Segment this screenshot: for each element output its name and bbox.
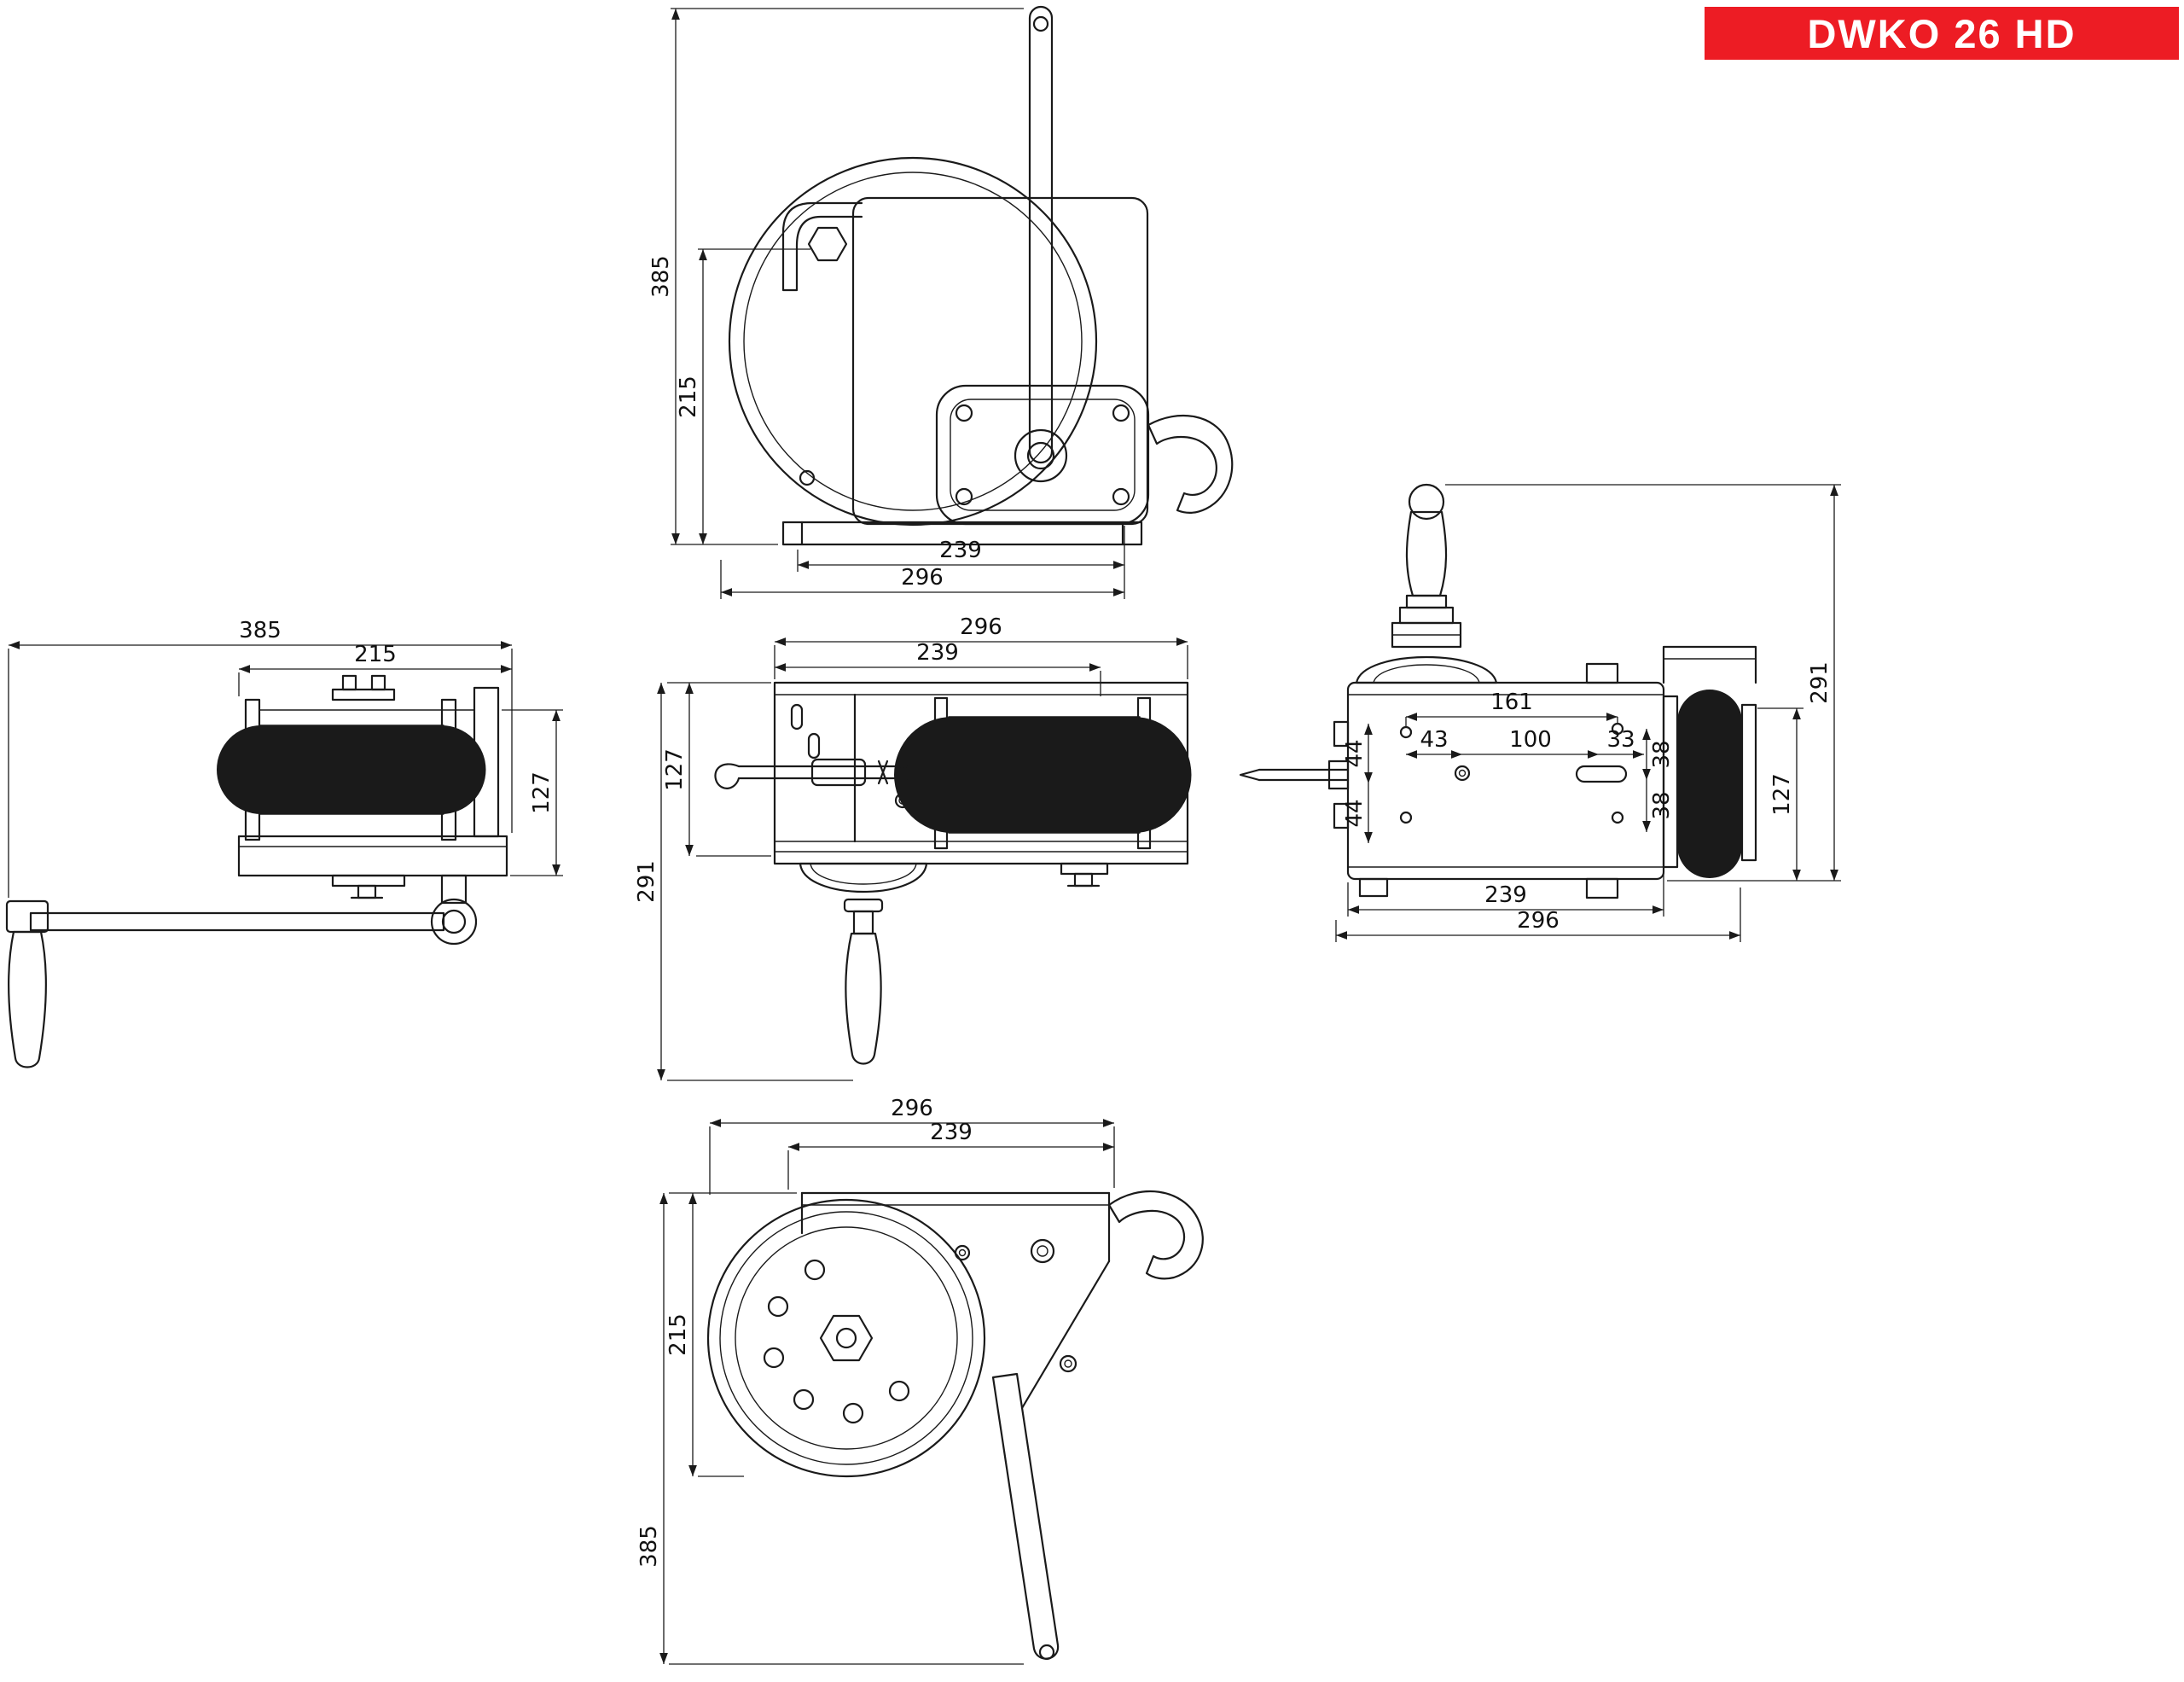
- dim-label: 239: [1484, 882, 1527, 908]
- dim-label: 296: [891, 1096, 933, 1121]
- dim-label: 239: [930, 1120, 973, 1145]
- dim-label: 100: [1509, 727, 1552, 753]
- dim-label: 385: [648, 255, 674, 298]
- dim-label: 239: [916, 640, 959, 666]
- dim-label: 296: [901, 565, 944, 591]
- dim-label: 38: [1649, 791, 1675, 819]
- dim-label: 296: [1517, 908, 1560, 934]
- dim-label: 127: [529, 771, 555, 814]
- view-front-crank-up: 385 215 239 296: [648, 5, 1234, 599]
- dim-label: 215: [665, 1313, 691, 1356]
- dim-label: 38: [1649, 740, 1675, 768]
- dim-label: 127: [662, 748, 688, 791]
- product-badge-label: DWKO 26 HD: [1807, 10, 2077, 56]
- dim-label: 291: [634, 860, 659, 903]
- dim-label: 44: [1342, 799, 1368, 827]
- dim-label: 43: [1420, 727, 1448, 753]
- dim-label: 291: [1807, 661, 1833, 704]
- dim-label: 296: [960, 614, 1002, 640]
- dim-label: 385: [636, 1525, 662, 1568]
- view-top-plan: 161 43 100 33 38 38 44 44 291 127 239 29…: [1239, 483, 1841, 942]
- view-side-left: 385 215 127: [5, 618, 563, 1068]
- dim-label: 161: [1490, 690, 1533, 715]
- dim-label: 239: [939, 538, 982, 563]
- view-front-center: 296 239 127 291: [634, 614, 1194, 1081]
- dim-label: 385: [239, 618, 282, 643]
- view-side-bottom: 296 239 215 385: [636, 1096, 1204, 1665]
- product-badge: DWKO 26 HD: [1705, 7, 2179, 60]
- dim-label: 33: [1606, 727, 1635, 753]
- dim-label: 44: [1342, 739, 1368, 767]
- dim-label: 215: [676, 375, 701, 418]
- dim-label: 215: [354, 642, 397, 667]
- dim-label: 127: [1769, 773, 1795, 816]
